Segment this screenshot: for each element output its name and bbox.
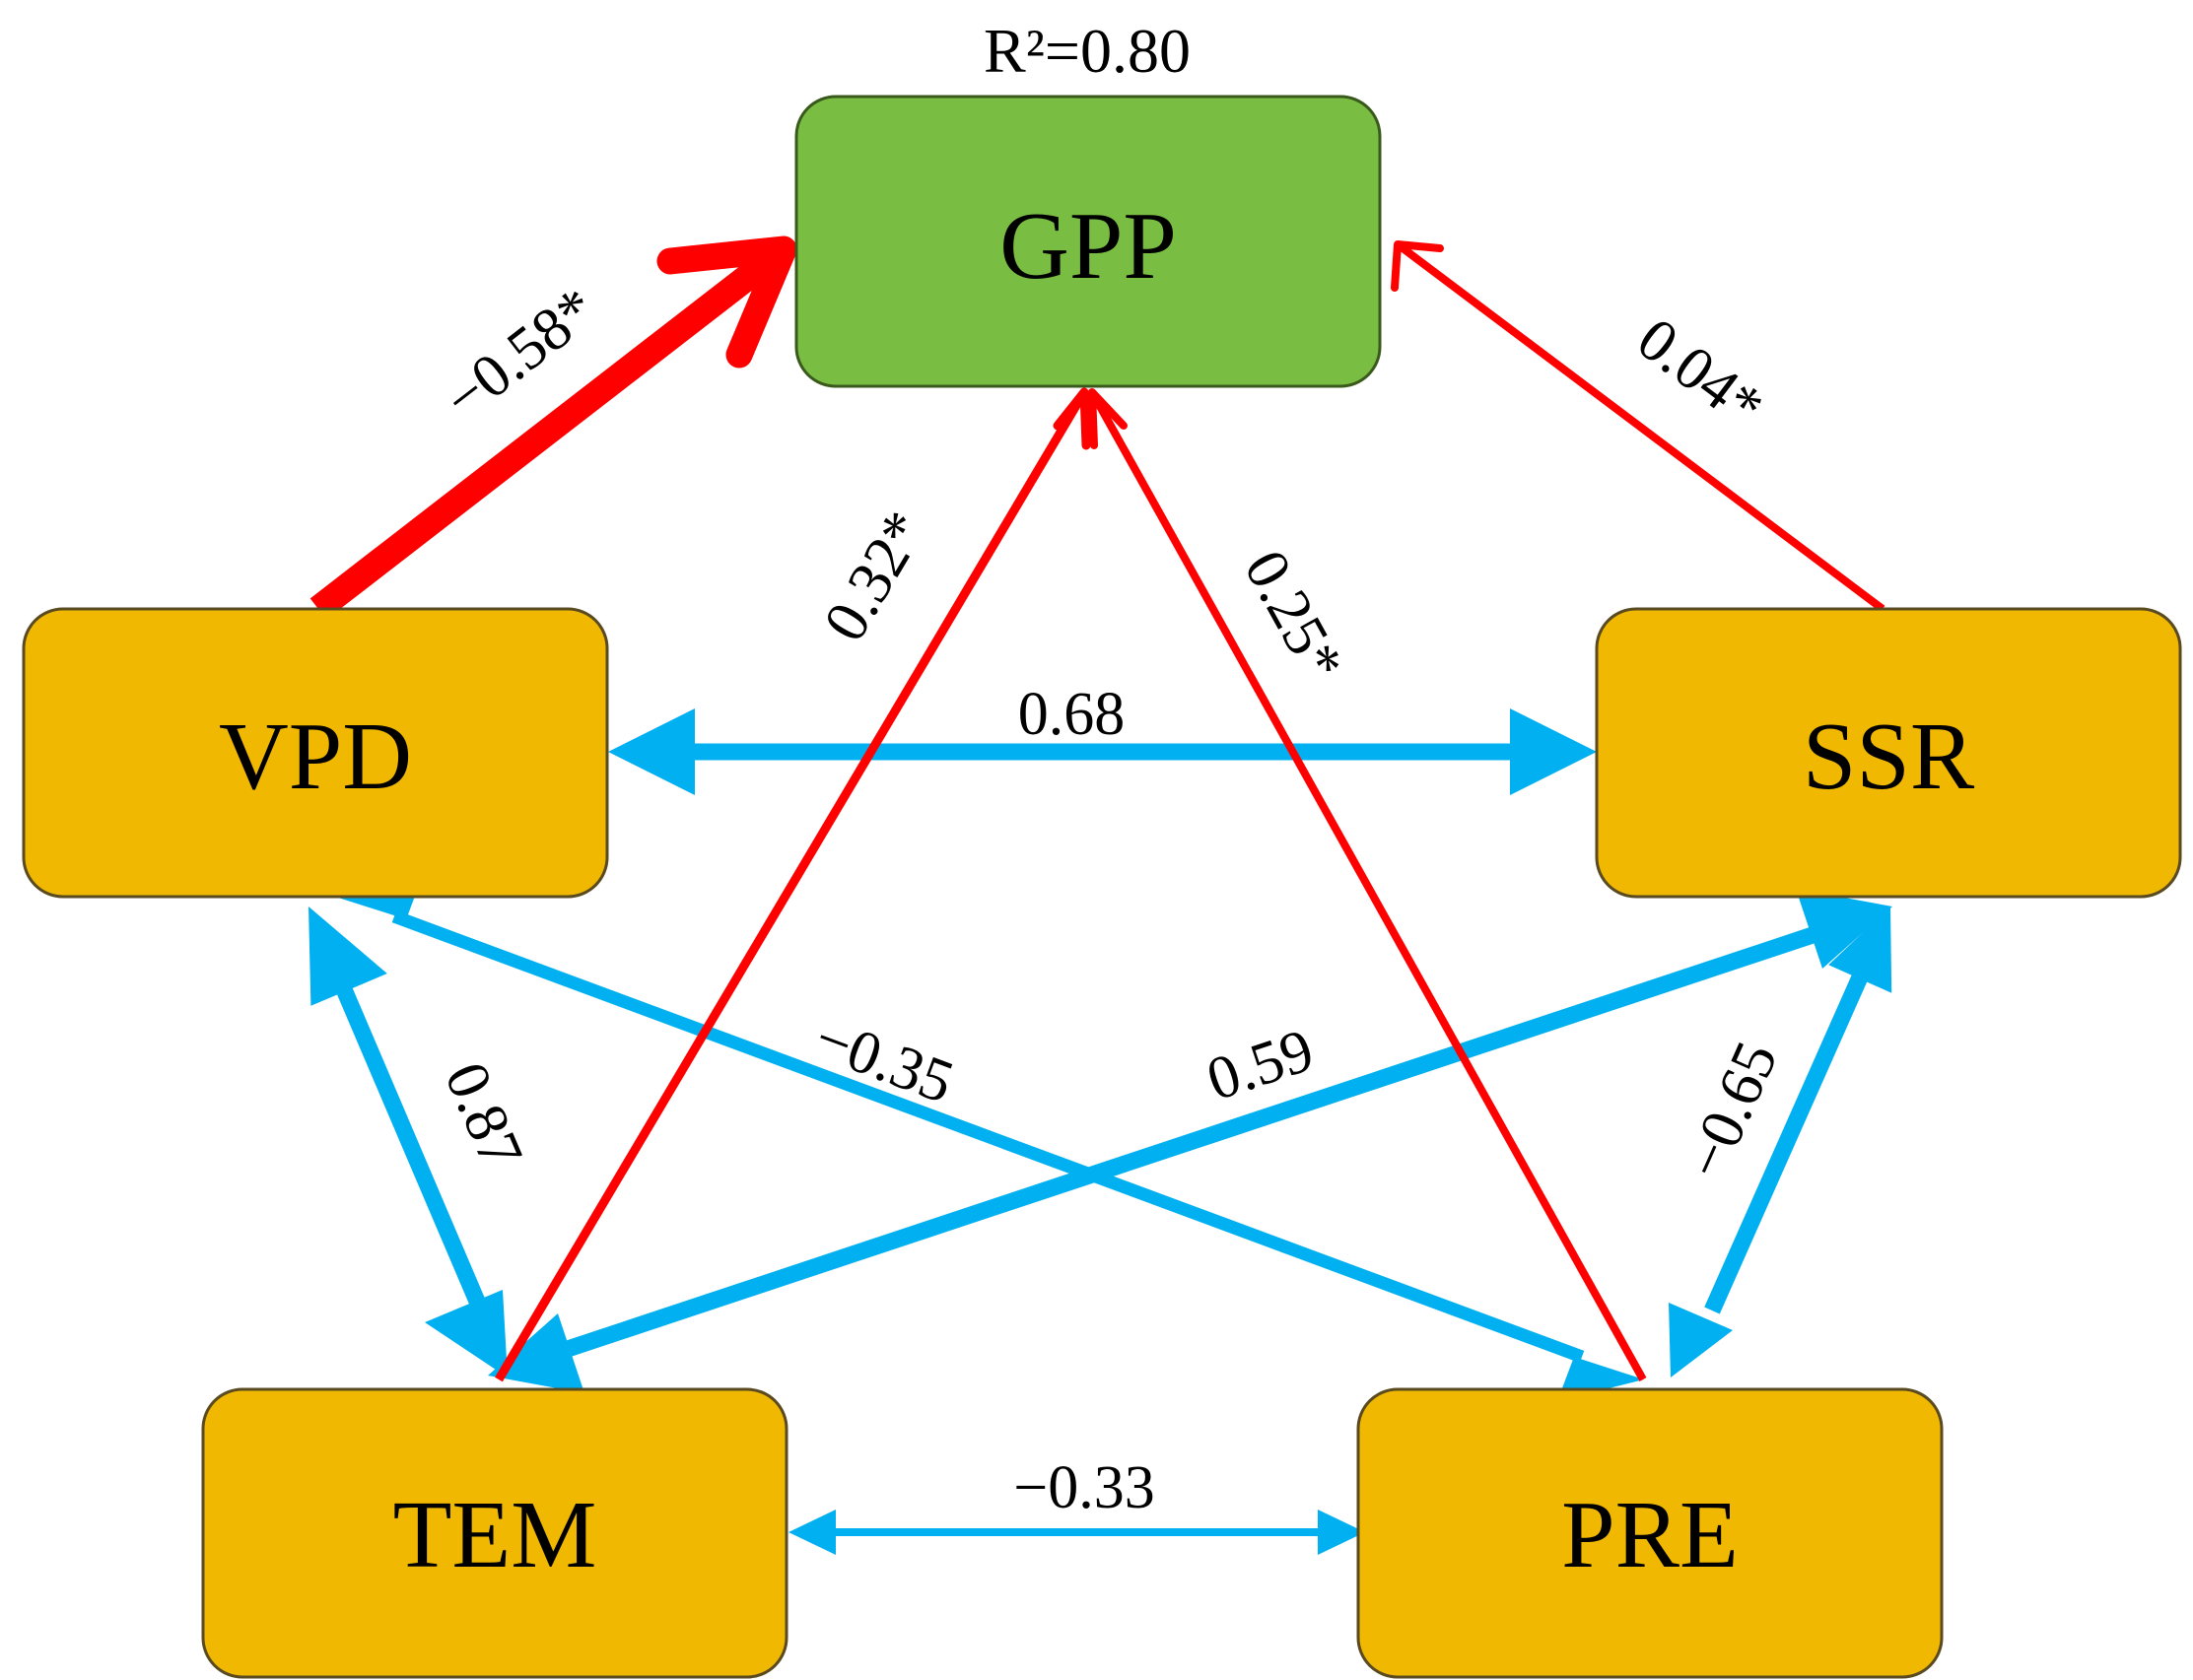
node-tem-label: TEM (393, 1482, 597, 1588)
arrowhead-vpd-gpp (656, 235, 797, 369)
correlation-arrows (308, 708, 1892, 1555)
arrow-vpd-gpp (309, 238, 792, 620)
arrowhead-tem-pre-left (788, 1510, 836, 1555)
arrow-tem-gpp (495, 389, 1088, 1382)
arrowhead-ssr-pre-bottom (1669, 1303, 1733, 1378)
node-vpd-box (22, 607, 609, 899)
arrow-vpd-pre (391, 909, 1585, 1364)
label-tem-gpp: 0.32* (811, 500, 939, 652)
arrow-ssr-tem (562, 925, 1818, 1359)
arrowhead-vpd-tem-bottom (425, 1290, 508, 1378)
node-pre: PRE (1356, 1387, 1944, 1679)
node-vpd: VPD (22, 607, 609, 899)
node-ssr-box (1595, 607, 2182, 899)
path-arrows (309, 235, 1885, 1382)
arrow-ssr-gpp (1395, 240, 1885, 613)
arrowhead-tem-gpp (1053, 387, 1091, 450)
arrow-vpd-tem (330, 972, 489, 1314)
node-ssr-label: SSR (1803, 704, 1975, 810)
node-tem-box (201, 1387, 788, 1679)
r-squared-label: R²=0.80 (984, 16, 1191, 86)
label-ssr-gpp: 0.04* (1625, 305, 1775, 441)
node-ssr: SSR (1595, 607, 2182, 899)
node-tem: TEM (201, 1387, 788, 1679)
arrowhead-ssr-pre-top (1828, 907, 1892, 993)
arrowhead-tem-pre-right (1318, 1510, 1365, 1555)
arrowhead-ssr-gpp (1391, 240, 1444, 292)
arrow-ssr-pre (1704, 967, 1871, 1314)
node-gpp: GPP (794, 95, 1382, 388)
label-vpd-tem: 0.87 (432, 1053, 535, 1177)
node-vpd-label: VPD (219, 704, 412, 810)
label-tem-pre: −0.33 (1013, 1454, 1154, 1521)
arrowhead-vpd-ssr-right (1510, 708, 1597, 795)
arrowhead-vpd-ssr-left (608, 708, 695, 795)
arrowhead-ssr-tem-right (1796, 889, 1892, 969)
node-gpp-label: GPP (999, 193, 1177, 300)
arrowhead-ssr-tem-left (488, 1313, 584, 1393)
node-pre-box (1356, 1387, 1944, 1679)
node-gpp-box (794, 95, 1382, 388)
arrow-pre-gpp (1088, 390, 1647, 1381)
arrowhead-vpd-tem-top (308, 907, 387, 1006)
arrowhead-pre-gpp (1088, 388, 1128, 449)
node-pre-label: PRE (1561, 1482, 1739, 1588)
label-vpd-ssr: 0.68 (1018, 681, 1126, 748)
